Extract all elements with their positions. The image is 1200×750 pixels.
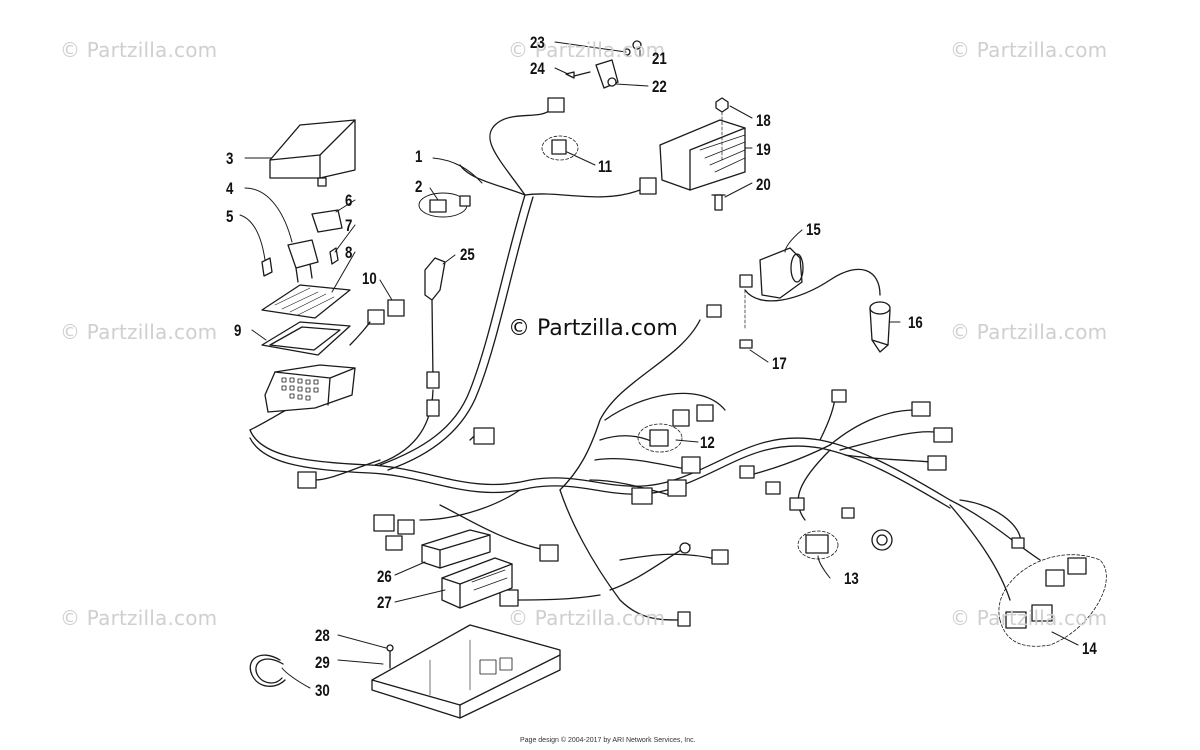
- voltage-regulator: [659, 119, 746, 191]
- connector-2: [418, 192, 471, 218]
- callout-13: 13: [844, 569, 859, 588]
- callout-26: 26: [377, 567, 392, 586]
- connector-cluster-12: [631, 404, 714, 505]
- callout-19: 19: [756, 140, 771, 159]
- connector-top-right: [639, 177, 657, 195]
- rivet-28: [386, 644, 394, 669]
- watermark: © Partzilla.com: [950, 320, 1108, 344]
- clamp-ring-30: [249, 654, 286, 687]
- electrical-tray: [371, 624, 561, 719]
- callout-22: 22: [652, 77, 667, 96]
- watermark: © Partzilla.com: [508, 606, 666, 630]
- callout-7: 7: [345, 216, 353, 235]
- callout-1: 1: [415, 147, 423, 166]
- callout-18: 18: [756, 111, 771, 130]
- callout-30: 30: [315, 681, 330, 700]
- nut-18: [715, 97, 729, 161]
- watermark: © Partzilla.com: [60, 38, 218, 62]
- callout-2: 2: [415, 177, 423, 196]
- callout-11: 11: [598, 157, 613, 176]
- callout-16: 16: [908, 313, 923, 332]
- callout-12: 12: [700, 433, 715, 452]
- connector-cluster-13: [739, 465, 893, 560]
- callout-8: 8: [345, 243, 353, 262]
- screw-17: [739, 339, 753, 349]
- watermark: © Partzilla.com: [60, 606, 218, 630]
- callout-14: 14: [1082, 639, 1097, 658]
- starter-solenoid: [739, 247, 804, 331]
- callout-6: 6: [345, 191, 353, 210]
- fuse-box-gasket: [261, 321, 351, 356]
- ignition-switch: [869, 301, 891, 353]
- fuse-label-card: [261, 284, 351, 319]
- callout-24: 24: [530, 59, 545, 78]
- page-footer: Page design © 2004-2017 by ARI Network S…: [520, 737, 696, 744]
- callout-15: 15: [806, 220, 821, 239]
- watermark: © Partzilla.com: [950, 606, 1108, 630]
- callout-4: 4: [226, 179, 234, 198]
- fuse-box-cover: [269, 119, 356, 187]
- watermark: © Partzilla.com: [950, 38, 1108, 62]
- callout-3: 3: [226, 149, 234, 168]
- callout-17: 17: [772, 354, 787, 373]
- callout-28: 28: [315, 626, 330, 645]
- callout-5: 5: [226, 207, 234, 226]
- callout-27: 27: [377, 593, 392, 612]
- relay-4: [287, 239, 319, 283]
- watermark: © Partzilla.com: [508, 38, 666, 62]
- connectors-left: [297, 304, 729, 627]
- bolt-20: [711, 194, 726, 211]
- callout-9: 9: [234, 321, 242, 340]
- callout-25: 25: [460, 245, 475, 264]
- watermark: © Partzilla.com: [60, 320, 218, 344]
- callout-20: 20: [756, 175, 771, 194]
- bracket-assembly: [565, 40, 642, 89]
- connector-cluster-14: [998, 554, 1107, 647]
- fuse-7: [329, 247, 339, 265]
- callout-23: 23: [530, 33, 545, 52]
- connector-11: [541, 97, 579, 161]
- callout-10: 10: [362, 269, 377, 288]
- sensor-25: [424, 257, 446, 417]
- connectors-right: [831, 389, 1025, 549]
- relay-6: [311, 209, 343, 233]
- fuse-box-base: [264, 364, 356, 413]
- watermark-center: © Partzilla.com: [508, 316, 678, 341]
- connector-10: [349, 299, 405, 346]
- fuse-5: [261, 257, 273, 277]
- callout-21: 21: [652, 49, 667, 68]
- callout-29: 29: [315, 653, 330, 672]
- ecu-cover: [421, 529, 491, 569]
- callout-leaders: [239, 41, 1079, 689]
- ecu-module: [441, 557, 513, 609]
